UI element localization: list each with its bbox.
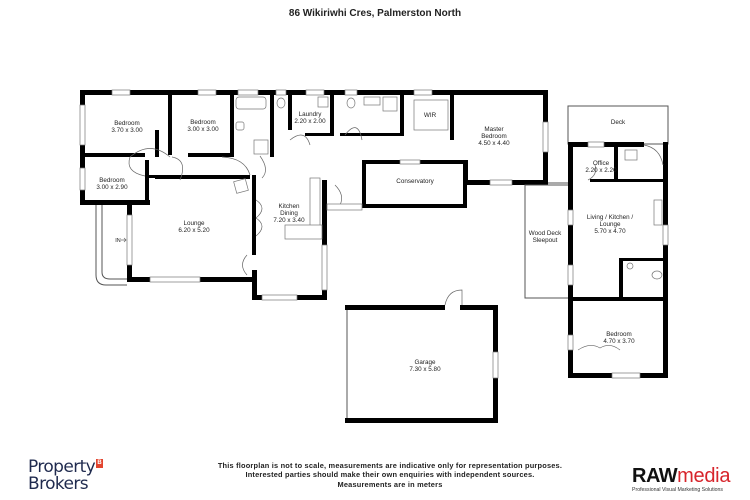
room-name: Lounge (599, 221, 621, 228)
disclaimer: This floorplan is not to scale, measurem… (190, 461, 590, 489)
room-name: Conservatory (396, 178, 434, 185)
disclaimer-line-2: Interested parties should make their own… (245, 470, 535, 480)
room-labels: Bedroom 3.70 x 3.00 Bedroom 3.00 x 3.00 … (96, 111, 635, 373)
room-name: Bedroom (190, 119, 216, 126)
windows (79, 89, 549, 301)
page-title: 86 Wikiriwhi Cres, Palmerston North (288, 8, 462, 19)
raw-media-wordmark: RAWmedia (632, 465, 731, 487)
room-name: Laundry (299, 111, 323, 118)
room-dims: 3.00 x 3.00 (187, 126, 219, 133)
room-name: Sleepout (533, 237, 558, 244)
property-brokers-logo: Property Brokers B (28, 459, 118, 499)
room-name: Kitchen (278, 203, 300, 210)
raw-media-tagline: Professional Visual Marketing Solutions (632, 487, 724, 493)
flag-icon: B (96, 459, 103, 468)
room-dims: 4.50 x 4.40 (478, 140, 510, 147)
room-name: Bedroom (606, 331, 632, 338)
room-name: Master (484, 126, 503, 133)
room-dims: 6.20 x 5.20 (178, 227, 210, 234)
room-name: Deck (611, 119, 626, 126)
room-name: Dining (280, 210, 298, 217)
room-dims: 4.70 x 3.70 (603, 338, 635, 345)
raw-media-logo: RAWmedia Professional Visual Marketing S… (632, 466, 748, 496)
room-name: Garage (414, 359, 436, 366)
room-name: Bedroom (99, 177, 125, 184)
room-dims: 3.70 x 3.00 (111, 127, 143, 134)
logo-text-line-2: Brokers (28, 474, 89, 494)
room-dims: 2.20 x 2.20 (585, 167, 617, 174)
logo-text-line-1: Property (28, 457, 96, 477)
room-name: Lounge (183, 220, 205, 227)
fixtures (95, 96, 449, 286)
sleepout-walls (567, 105, 669, 379)
interior-walls (85, 95, 454, 255)
disclaimer-line-1: This floorplan is not to scale, measurem… (217, 461, 563, 470)
room-dims: 5.70 x 4.70 (594, 228, 626, 235)
entrance-marker: IN (115, 238, 121, 244)
disclaimer-line-3: Measurements are in meters (337, 479, 443, 489)
room-name: Living / Kitchen / (587, 214, 633, 221)
room-name: Bedroom (481, 133, 507, 140)
room-name: WIR (424, 112, 437, 119)
garage (345, 289, 499, 423)
room-dims: 3.00 x 2.90 (96, 184, 128, 191)
room-dims: 2.20 x 2.00 (294, 118, 326, 125)
room-name: Bedroom (114, 120, 140, 127)
room-name: Office (593, 160, 610, 167)
room-dims: 7.20 x 3.40 (273, 217, 305, 224)
entrance-arrow-icon (121, 237, 127, 243)
room-name: Wood Deck (529, 230, 562, 237)
room-dims: 7.30 x 5.80 (409, 366, 441, 373)
